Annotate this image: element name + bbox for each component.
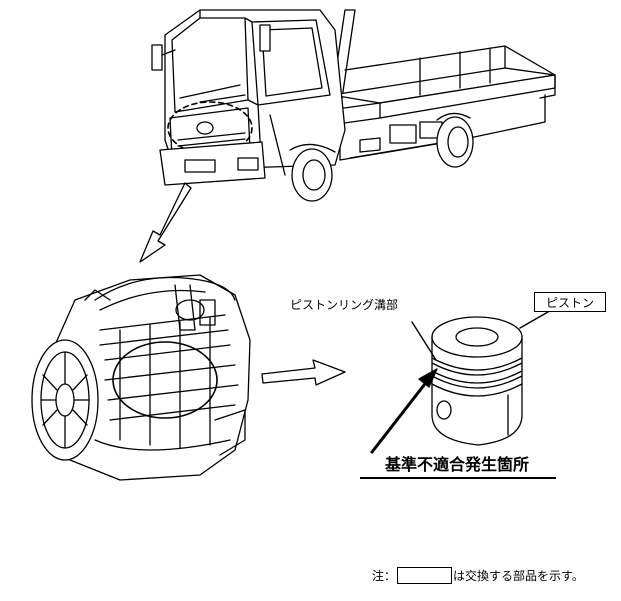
defect-underline	[360, 477, 556, 479]
piston-leader	[519, 311, 549, 329]
arrow-truck-to-engine	[139, 182, 192, 263]
truck-illustration	[151, 9, 556, 202]
ring-groove-leader	[411, 321, 437, 361]
engine-illustration	[31, 274, 251, 481]
piston-label-box: ピストン	[534, 292, 606, 312]
piston-illustration	[431, 316, 523, 446]
piston-ring-groove-label: ピストンリング溝部	[290, 298, 399, 312]
note-prefix: 注：	[372, 569, 397, 583]
defect-arrow	[370, 368, 438, 454]
defect-location-label: 基準不適合発生箇所	[385, 455, 530, 474]
note: 注： は交換する部品を示す。	[372, 567, 584, 584]
arrow-engine-to-piston	[261, 359, 346, 386]
note-legend-box	[397, 567, 453, 584]
note-suffix: は交換する部品を示す。	[453, 569, 584, 583]
piston-label: ピストン	[545, 295, 594, 310]
